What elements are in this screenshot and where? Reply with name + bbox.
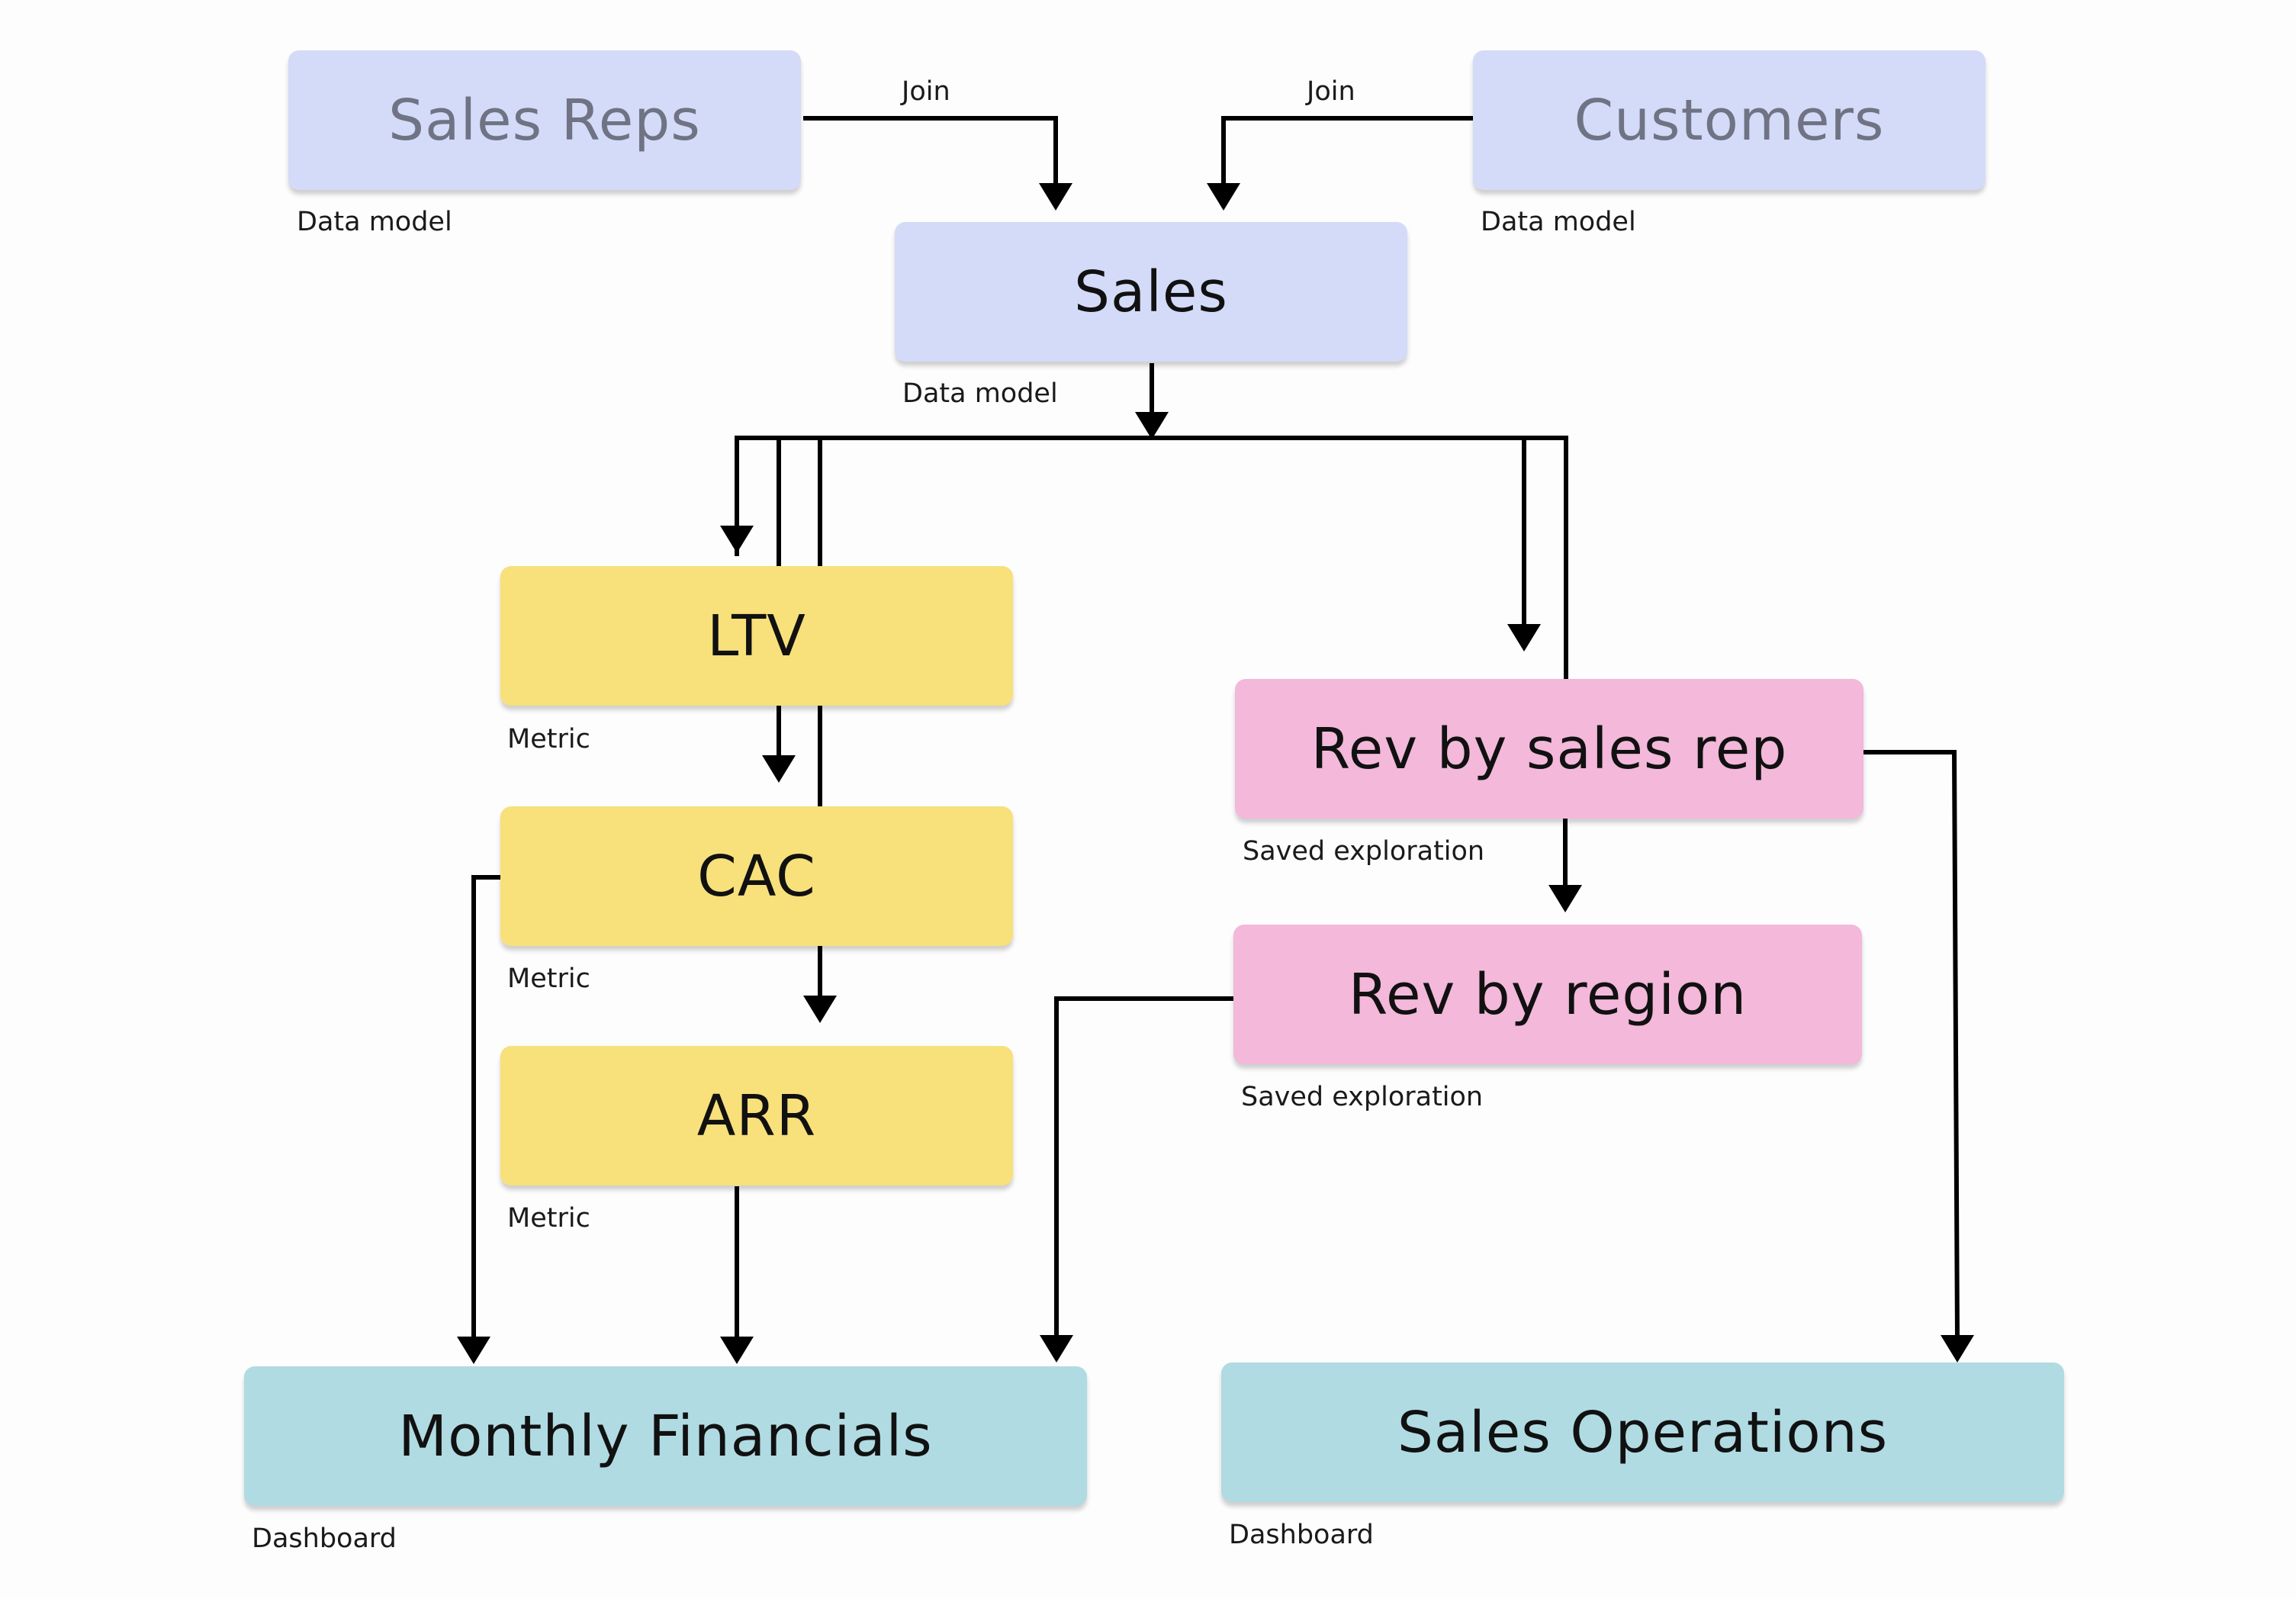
node-sales-reps-type: Data model [297, 207, 452, 237]
arrowhead [1507, 624, 1541, 652]
node-arr-type: Metric [507, 1203, 590, 1234]
node-sales-operations-type: Dashboard [1229, 1520, 1374, 1550]
node-customers[interactable]: Customers [1473, 50, 1986, 190]
arrowhead [1548, 885, 1582, 912]
node-cac[interactable]: CAC [500, 806, 1013, 946]
arrowhead [1207, 183, 1240, 211]
arrowhead [1135, 412, 1169, 439]
node-ltv-type: Metric [507, 724, 590, 754]
node-sales[interactable]: Sales [895, 222, 1407, 362]
arrowhead [762, 755, 796, 783]
arrowhead [720, 526, 754, 553]
node-rev-by-region[interactable]: Rev by region [1233, 925, 1862, 1064]
edge-cac-to-monthly-financials [471, 875, 500, 1343]
node-rev-by-sales-rep[interactable]: Rev by sales rep [1235, 679, 1863, 819]
edge-rev-by-region-to-monthly-financials [1054, 996, 1233, 1340]
arrowhead [1039, 183, 1072, 211]
arrowhead [1040, 1335, 1073, 1363]
edge-sales-reps-to-sales [803, 116, 1058, 189]
node-sales-operations[interactable]: Sales Operations [1221, 1363, 2064, 1502]
edge-customers-to-sales [1221, 116, 1474, 189]
node-rev-by-sales-rep-type: Saved exploration [1243, 836, 1485, 867]
node-sales-reps[interactable]: Sales Reps [288, 50, 801, 190]
arrowhead [803, 996, 837, 1023]
arrowhead [1941, 1335, 1974, 1363]
join-label-left: Join [902, 76, 950, 107]
node-monthly-financials[interactable]: Monthly Financials [244, 1366, 1087, 1506]
node-arr[interactable]: ARR [500, 1046, 1013, 1186]
node-ltv[interactable]: LTV [500, 566, 1013, 706]
node-cac-type: Metric [507, 964, 590, 994]
node-monthly-financials-type: Dashboard [252, 1523, 397, 1554]
arrowhead [720, 1337, 754, 1364]
node-customers-type: Data model [1481, 207, 1636, 237]
edge-rev-by-sales-rep-to-sales-operations [1862, 750, 1960, 1340]
arrowhead [457, 1337, 490, 1364]
node-sales-type: Data model [902, 378, 1058, 409]
join-label-right: Join [1307, 76, 1355, 107]
node-rev-by-region-type: Saved exploration [1241, 1082, 1484, 1112]
